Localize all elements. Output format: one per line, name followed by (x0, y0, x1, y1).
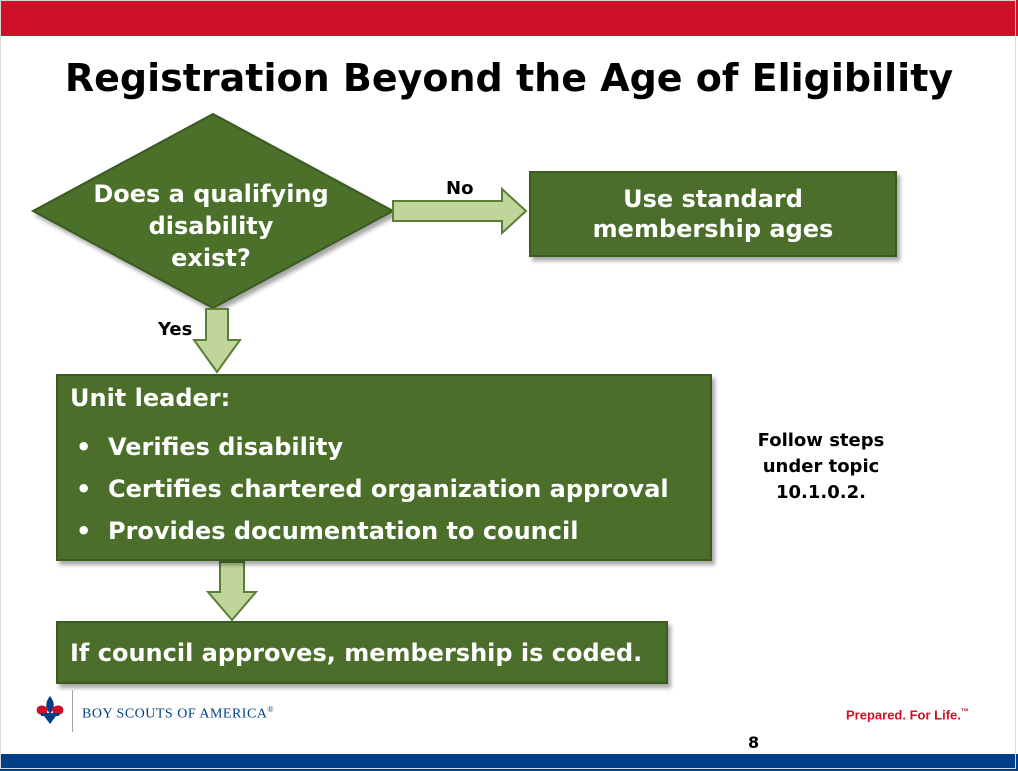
standard-box-line-1: Use standard (623, 185, 803, 213)
bottom-blue-bar (0, 754, 1018, 771)
standard-box-line-2: membership ages (592, 215, 834, 243)
side-note-line-2: under topic (762, 456, 880, 477)
side-note-line-3: 10.1.0.2. (776, 482, 866, 503)
bsa-fleur-de-lis-icon (36, 696, 64, 724)
council-arrow (205, 561, 259, 622)
footer-divider (72, 690, 73, 732)
list-item: Provides documentation to council (70, 516, 698, 546)
standard-ages-box: Use standard membership ages (529, 171, 897, 257)
council-approval-box: If council approves, membership is coded… (56, 621, 668, 684)
list-item: Certifies chartered organization approva… (70, 474, 698, 504)
unit-leader-title: Unit leader: (70, 384, 231, 412)
unit-leader-list: Verifies disability Certifies chartered … (70, 432, 698, 546)
no-label: No (446, 178, 474, 199)
decision-line-2: disability (148, 212, 274, 240)
decision-line-3: exist? (171, 244, 251, 272)
yes-label: Yes (158, 319, 193, 340)
page-number: 8 (748, 733, 760, 752)
side-note: Follow steps under topic 10.1.0.2. (736, 428, 906, 506)
yes-arrow (192, 308, 242, 374)
decision-line-1: Does a qualifying (93, 180, 329, 208)
unit-leader-box: Unit leader: Verifies disability Certifi… (56, 374, 712, 561)
org-name: BOY SCOUTS OF AMERICA® (82, 705, 274, 722)
list-item: Verifies disability (70, 432, 698, 462)
tagline: Prepared. For Life.™ (846, 707, 969, 723)
slide-title: Registration Beyond the Age of Eligibili… (64, 56, 954, 100)
side-note-line-1: Follow steps (757, 430, 885, 451)
top-red-bar (0, 0, 1018, 36)
decision-text: Does a qualifying disability exist? (60, 178, 362, 274)
no-arrow (392, 186, 528, 236)
